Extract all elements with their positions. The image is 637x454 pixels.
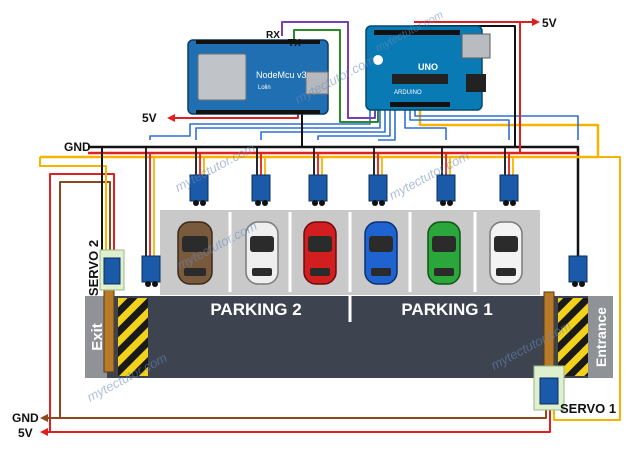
car-brown [177,221,213,285]
servo-1-label: SERVO 1 [560,401,616,416]
servo-1 [533,365,565,411]
car-green [427,221,461,285]
car-white-1 [245,221,279,285]
label-5v-bottom: 5V [18,426,33,440]
arrow-5v-mid [167,114,175,122]
label-5v-mid: 5V [142,111,157,125]
car-white-2 [489,221,523,285]
label-5v-top: 5V [542,16,557,30]
arduino-brand: UNO [418,62,438,72]
wiring [39,21,621,433]
entrance-hazard-stripes [558,298,588,376]
ir-sensor-entrance [568,255,588,287]
tx-label: TX [288,38,301,49]
car-red [303,221,337,285]
ir-sensor-2 [251,174,271,206]
ir-sensor-3 [308,174,328,206]
servo2-red-wire [49,173,115,432]
servo1-red-wire [48,408,551,433]
ir-sensors [141,174,588,287]
parking-bay-lines [228,212,477,292]
sensor-drops [145,147,514,256]
arrow-gnd-bottom [40,414,48,422]
tx-wire [293,29,379,123]
servo-2 [99,249,125,291]
arrow-5v-top [532,18,540,26]
exit-panel [85,296,107,378]
servo1-brown-wire [48,408,547,419]
ir-sensor-4 [368,174,388,206]
car-blue [364,221,398,285]
arduino-uno-board: UNO ARDUINO [365,25,491,111]
nodemcu-sublabel: Lolin [258,85,271,91]
servo2-orange-wire [39,157,107,258]
arduino-logo: ARDUINO [394,90,422,96]
servo1-orange-wire [553,156,621,421]
ir-sensor-5 [436,174,456,206]
arrow-5v-bottom [40,428,48,436]
nodemcu-label: NodeMcu v3 [256,70,307,80]
servo-2-label: SERVO 2 [86,240,101,296]
entrance-panel [588,296,613,378]
parking-1-label: PARKING 1 [401,300,492,319]
gnd-bus-wire [88,145,580,258]
nodemcu-board: NodeMcu v3 Lolin [187,39,329,115]
ir-sensor-6 [499,174,519,206]
exit-label: Exit [89,323,106,351]
ir-sensor-exit [141,255,161,287]
parking-2-label: PARKING 2 [210,300,301,319]
label-gnd-left: GND [64,140,91,154]
rx-wire [281,21,376,119]
label-gnd-bottom: GND [12,411,39,425]
entrance-label: Entrance [593,307,609,367]
servo2-brown-wire [59,181,111,418]
rx-label: RX [266,30,280,41]
exit-hazard-stripes [118,298,148,376]
ir-sensor-1 [189,174,209,206]
